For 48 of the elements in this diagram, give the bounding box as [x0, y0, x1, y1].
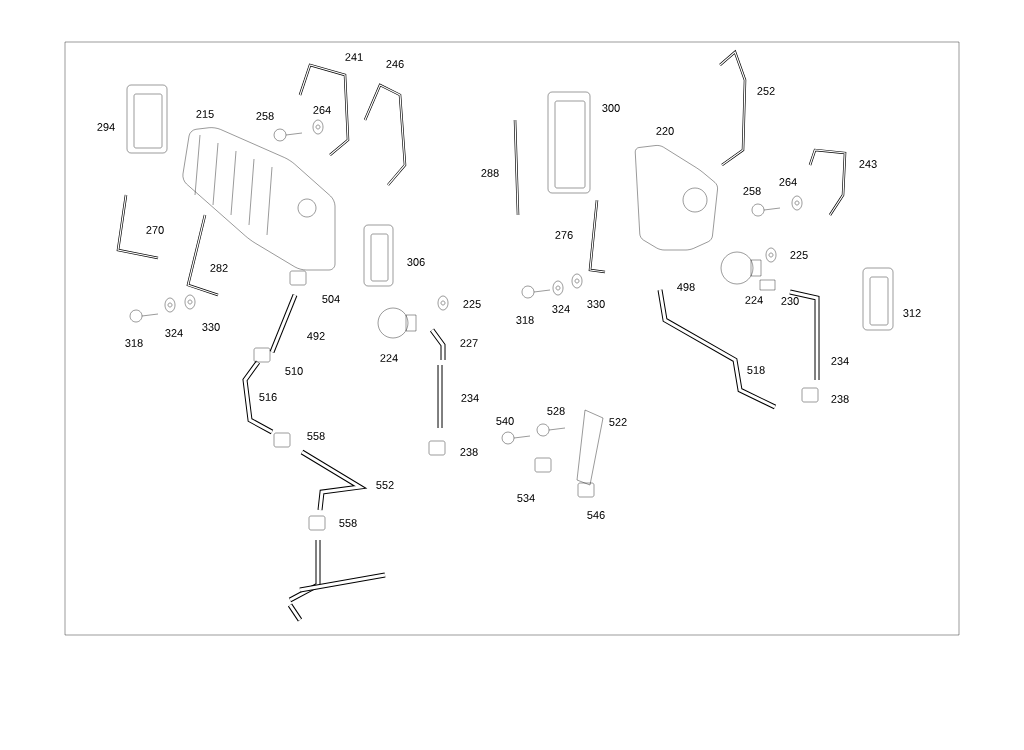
callout-number: 238 — [460, 448, 478, 456]
callout-number: 241 — [345, 53, 363, 61]
callout-number: 330 — [587, 300, 605, 308]
callout-number: 234 — [461, 394, 479, 402]
callout-number: 510 — [285, 367, 303, 375]
callout-number: 227 — [460, 339, 478, 347]
callout-number: 215 — [196, 110, 214, 118]
callout-number: 230 — [781, 297, 799, 305]
callout-number: 276 — [555, 231, 573, 239]
callout-number: 225 — [790, 251, 808, 259]
callout-number: 318 — [516, 316, 534, 324]
callout-number: 270 — [146, 226, 164, 234]
callout-number: 330 — [202, 323, 220, 331]
callout-number: 288 — [481, 169, 499, 177]
callout-number: 238 — [831, 395, 849, 403]
callout-number: 516 — [259, 393, 277, 401]
callout-number: 558 — [339, 519, 357, 527]
callout-number: 318 — [125, 339, 143, 347]
callout-number: 252 — [757, 87, 775, 95]
callout-number: 522 — [609, 418, 627, 426]
callout-number: 258 — [743, 187, 761, 195]
callout-number: 552 — [376, 481, 394, 489]
callout-number: 324 — [552, 305, 570, 313]
callout-number: 300 — [602, 104, 620, 112]
callout-number: 294 — [97, 123, 115, 131]
callout-number: 312 — [903, 309, 921, 317]
callout-number: 546 — [587, 511, 605, 519]
callout-number: 558 — [307, 432, 325, 440]
callout-number: 504 — [322, 295, 340, 303]
callout-number: 224 — [745, 296, 763, 304]
callout-number: 282 — [210, 264, 228, 272]
callout-number: 534 — [517, 494, 535, 502]
callout-number: 246 — [386, 60, 404, 68]
callout-number: 528 — [547, 407, 565, 415]
callout-number: 258 — [256, 112, 274, 120]
callout-number: 264 — [779, 178, 797, 186]
callout-number: 492 — [307, 332, 325, 340]
callout-number: 243 — [859, 160, 877, 168]
callout-number: 225 — [463, 300, 481, 308]
callout-number: 306 — [407, 258, 425, 266]
callout-number: 540 — [496, 417, 514, 425]
callout-number: 224 — [380, 354, 398, 362]
callout-number: 324 — [165, 329, 183, 337]
callout-number: 498 — [677, 283, 695, 291]
callout-number: 234 — [831, 357, 849, 365]
callout-number: 518 — [747, 366, 765, 374]
callout-number: 220 — [656, 127, 674, 135]
callout-number: 264 — [313, 106, 331, 114]
